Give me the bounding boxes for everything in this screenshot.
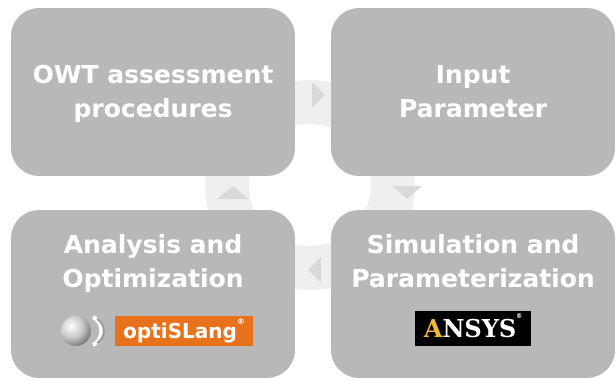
optislang-logo: optiSLang®: [59, 314, 255, 348]
simulation-parameterization-label: Simulation and Parameterization: [331, 228, 615, 296]
analysis-optimization-line1: Analysis and: [63, 230, 243, 259]
analysis-optimization-box: Analysis and Optimization optiSLang®: [11, 210, 295, 378]
simulation-parameterization-box: Simulation and Parameterization ANSYS®: [331, 210, 615, 378]
input-parameter-label: Input Parameter: [331, 58, 615, 126]
optislang-wordmark: optiSLang®: [115, 316, 253, 346]
input-parameter-line1: Input: [435, 60, 511, 89]
optislang-sphere-icon: [61, 315, 105, 347]
input-parameter-box: Input Parameter: [331, 8, 615, 176]
owt-assessment-line1: OWT assessment: [32, 60, 274, 89]
arrow-left-icon: [308, 257, 321, 283]
input-parameter-line2: Parameter: [399, 94, 547, 123]
analysis-optimization-line2: Optimization: [62, 264, 244, 293]
simulation-parameterization-line2: Parameterization: [351, 264, 595, 293]
owt-assessment-label: OWT assessment procedures: [11, 58, 295, 126]
simulation-parameterization-line1: Simulation and: [366, 230, 580, 259]
ansys-logo: ANSYS®: [415, 311, 531, 346]
owt-assessment-line2: procedures: [73, 94, 233, 123]
analysis-optimization-label: Analysis and Optimization: [11, 228, 295, 296]
arrow-right-icon: [312, 82, 325, 108]
arrow-up-icon: [217, 186, 249, 199]
owt-assessment-box: OWT assessment procedures: [11, 8, 295, 176]
arrow-down-icon: [392, 186, 422, 199]
